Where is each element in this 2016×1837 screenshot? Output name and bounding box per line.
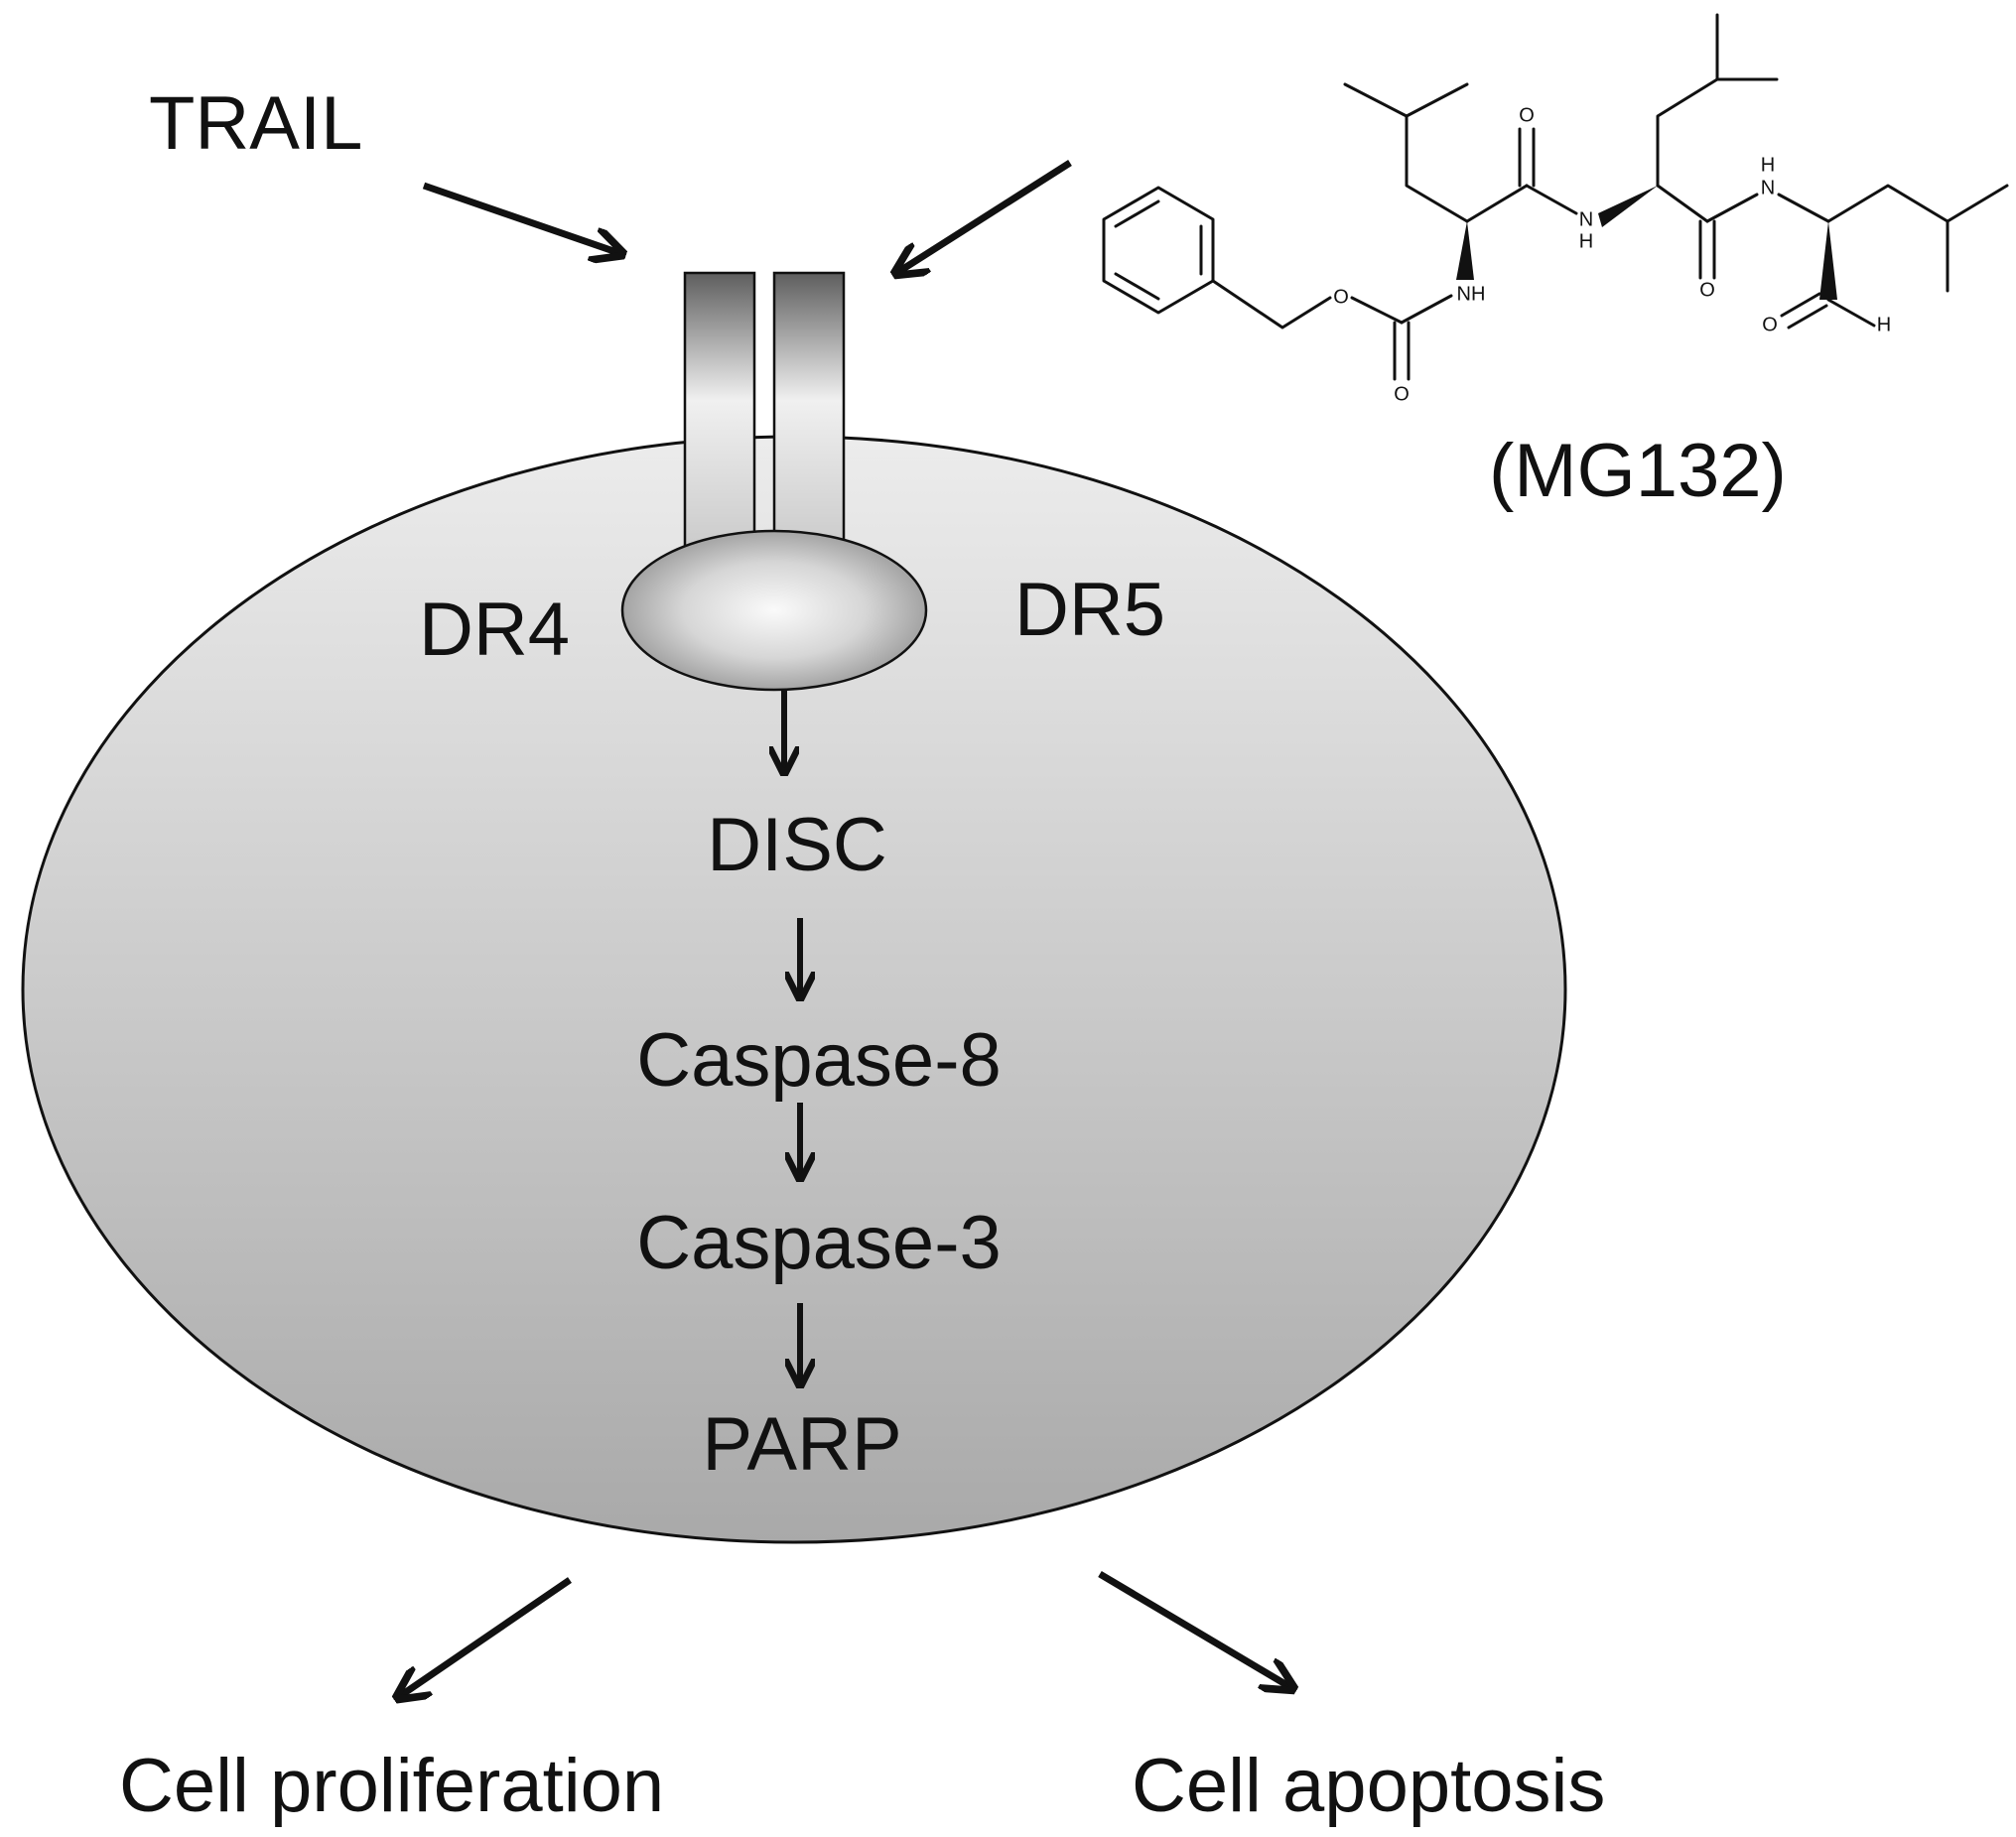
atom-o-ester: O	[1333, 286, 1349, 308]
atom-o-amide-2: O	[1699, 279, 1715, 301]
atom-n-amide-2: N	[1761, 177, 1775, 198]
outcome-proliferation-label: Cell proliferation	[119, 1744, 664, 1828]
trail-label: TRAIL	[149, 81, 362, 166]
pathway-step-disc: DISC	[707, 803, 887, 887]
atom-nh-carbamate: NH	[1457, 283, 1486, 305]
receptor-complex	[620, 529, 928, 692]
atom-o-amide-1: O	[1519, 104, 1535, 126]
receptor-dr5	[772, 271, 846, 558]
atom-h-amide-2: H	[1761, 154, 1775, 176]
atom-h-amide-1: H	[1579, 230, 1593, 252]
arrow-to-apoptosis	[1098, 1570, 1290, 1687]
atom-h-aldehyde: H	[1877, 314, 1891, 335]
atom-o-aldehyde: O	[1762, 314, 1778, 335]
mg132-wedge-bond-3	[1819, 221, 1837, 300]
atom-n-amide-1: N	[1579, 208, 1593, 230]
pathway-step-parp: PARP	[702, 1402, 901, 1487]
arrow-mg132-to-receptor	[898, 160, 1072, 272]
pathway-step-caspase8: Caspase-8	[636, 1018, 1002, 1103]
pathway-step-caspase3: Caspase-3	[636, 1201, 1002, 1285]
dr4-label: DR4	[419, 588, 570, 672]
mg132-wedge-bond-1	[1456, 221, 1474, 280]
dr5-label: DR5	[1014, 568, 1165, 652]
arrow-trail-to-receptor	[422, 182, 619, 253]
atom-o-carbamate: O	[1394, 383, 1410, 405]
arrow-to-proliferation	[400, 1577, 572, 1696]
mg132-label: (MG132)	[1489, 429, 1787, 513]
mg132-structure	[1102, 13, 2009, 381]
mg132-wedge-bond-2	[1598, 186, 1658, 227]
receptor-dr4	[683, 271, 756, 558]
outcome-apoptosis-label: Cell apoptosis	[1132, 1744, 1605, 1828]
